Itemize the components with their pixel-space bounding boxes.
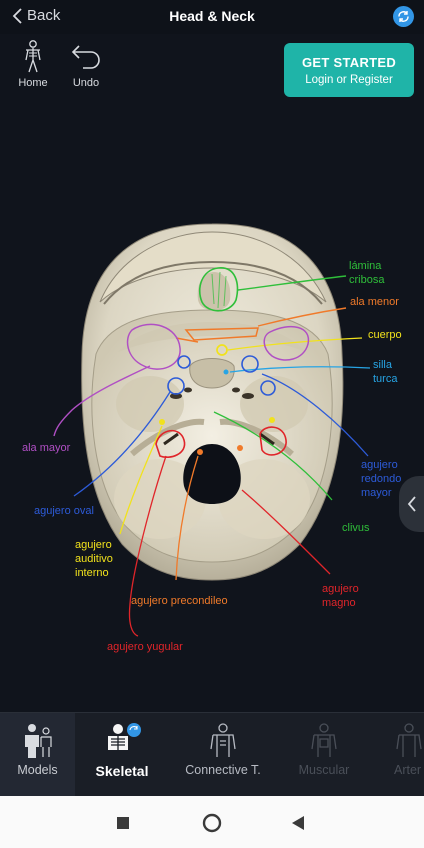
label-agujero-auditivo: agujero auditivo interno: [75, 538, 113, 580]
label-lamina-line1: lámina: [349, 260, 382, 272]
label-redondo-line3: mayor: [361, 487, 392, 499]
circle-icon: [202, 813, 222, 833]
muscle-icon: [311, 723, 337, 757]
get-started-label: GET STARTED: [301, 55, 397, 70]
label-agujero-magno: agujero magno: [322, 582, 359, 610]
connective-tissue-icon: [210, 723, 236, 757]
home-button[interactable]: Home: [13, 40, 53, 89]
chevron-left-icon: [12, 7, 22, 24]
page-title-wrap: Head & Neck: [0, 8, 424, 24]
label-lamina-cribosa: lámina cribosa: [349, 259, 384, 287]
system-nav-bar: [0, 796, 424, 848]
label-agujero-oval: agujero oval: [34, 505, 94, 517]
back-button[interactable]: Back: [12, 7, 60, 24]
label-silla-turca: silla turca: [373, 358, 397, 386]
label-auditivo-line3: interno: [75, 567, 109, 579]
people-icon: [24, 724, 52, 758]
get-started-button[interactable]: GET STARTED Login or Register: [284, 43, 414, 97]
label-auditivo-line1: agujero: [75, 539, 112, 551]
category-label: Models: [17, 763, 58, 777]
category-muscular[interactable]: Muscular: [288, 713, 360, 797]
label-redondo-line1: agujero: [361, 459, 398, 471]
model-viewer[interactable]: lámina cribosa ala menor cuerpo silla tu…: [0, 104, 424, 712]
square-icon: [117, 817, 129, 829]
label-agujero-precondileo: agujero precondileo: [131, 595, 228, 607]
recents-button[interactable]: [116, 816, 130, 835]
category-label: Muscular: [298, 763, 350, 777]
triangle-back-icon: [292, 816, 304, 830]
undo-label: Undo: [72, 77, 100, 89]
label-magno-line2: magno: [322, 597, 356, 609]
category-label: Arter: [394, 763, 422, 777]
home-label: Home: [18, 77, 48, 89]
category-skeletal[interactable]: Skeletal: [76, 713, 168, 797]
category-models[interactable]: Models: [0, 713, 75, 797]
back-label: Back: [27, 7, 61, 24]
skeleton-icon: [108, 723, 141, 750]
artery-icon: [396, 723, 422, 757]
chevron-left-icon: [407, 496, 416, 512]
label-clivus: clivus: [342, 522, 370, 534]
label-silla-line2: turca: [373, 373, 398, 385]
label-ala-mayor: ala mayor: [22, 442, 71, 454]
label-agujero-redondo: agujero redondo mayor: [361, 458, 401, 500]
label-agujero-yugular: agujero yugular: [107, 641, 183, 653]
label-cuerpo: cuerpo: [368, 329, 402, 341]
top-bar: Back Head & Neck: [0, 0, 424, 34]
skull-base-model: [53, 223, 371, 637]
category-arterial[interactable]: Arter: [386, 713, 424, 797]
human-figure-icon: [25, 40, 41, 73]
label-ala-menor: ala menor: [350, 296, 399, 308]
undo-icon: [71, 45, 100, 69]
label-redondo-line2: redondo: [361, 473, 402, 485]
undo-button[interactable]: Undo: [66, 40, 106, 89]
login-register-label: Login or Register: [305, 74, 393, 86]
back-nav-button[interactable]: [291, 815, 305, 836]
label-silla-line1: silla: [373, 359, 392, 371]
sync-button[interactable]: [393, 6, 414, 27]
category-label: Skeletal: [95, 763, 149, 779]
system-category-bar: Models Skeletal Connective T. Muscular: [0, 712, 424, 797]
page-title: Head & Neck: [169, 8, 255, 24]
home-nav-button[interactable]: [202, 813, 222, 838]
category-connective-tissue[interactable]: Connective T.: [172, 713, 274, 797]
category-label: Connective T.: [185, 763, 261, 777]
side-panel-toggle[interactable]: [399, 476, 424, 532]
label-lamina-line2: cribosa: [349, 274, 385, 286]
sync-icon: [398, 11, 409, 22]
label-auditivo-line2: auditivo: [75, 553, 113, 565]
label-magno-line1: agujero: [322, 583, 359, 595]
